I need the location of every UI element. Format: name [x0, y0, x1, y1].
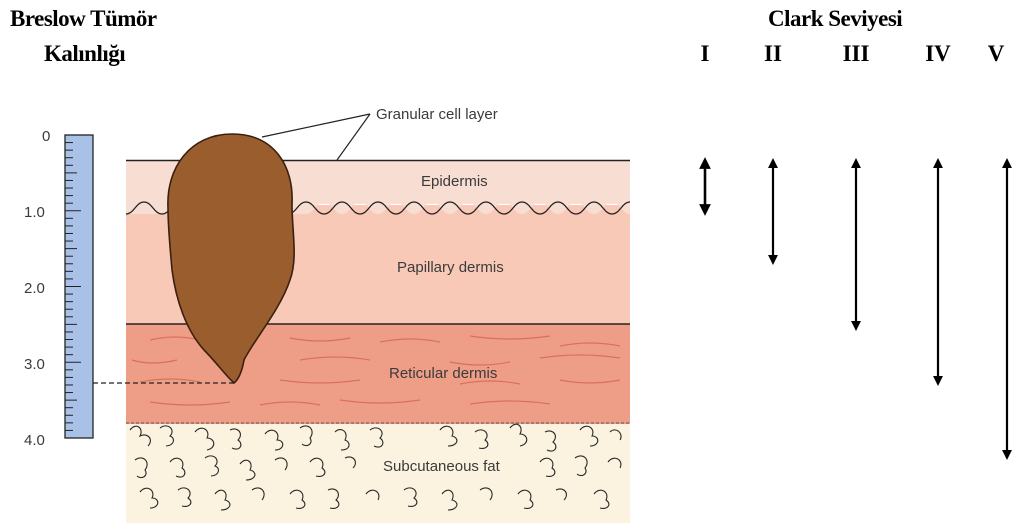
- breslow-ruler: [65, 135, 93, 438]
- granular-leader-2: [337, 114, 370, 160]
- reticular-dermis-label: Reticular dermis: [389, 365, 497, 382]
- granular-cell-layer-label: Granular cell layer: [376, 106, 498, 123]
- scale-label-2: 2.0: [24, 280, 45, 297]
- scale-label-3: 3.0: [24, 356, 45, 373]
- scale-label-1: 1.0: [24, 204, 45, 221]
- granular-leader-1: [262, 114, 370, 137]
- papillary-dermis-label: Papillary dermis: [397, 259, 504, 276]
- scale-label-0: 0: [42, 128, 50, 145]
- epidermis-label: Epidermis: [421, 173, 488, 190]
- scale-label-4: 4.0: [24, 432, 45, 449]
- subcutaneous-fat-label: Subcutaneous fat: [383, 458, 501, 475]
